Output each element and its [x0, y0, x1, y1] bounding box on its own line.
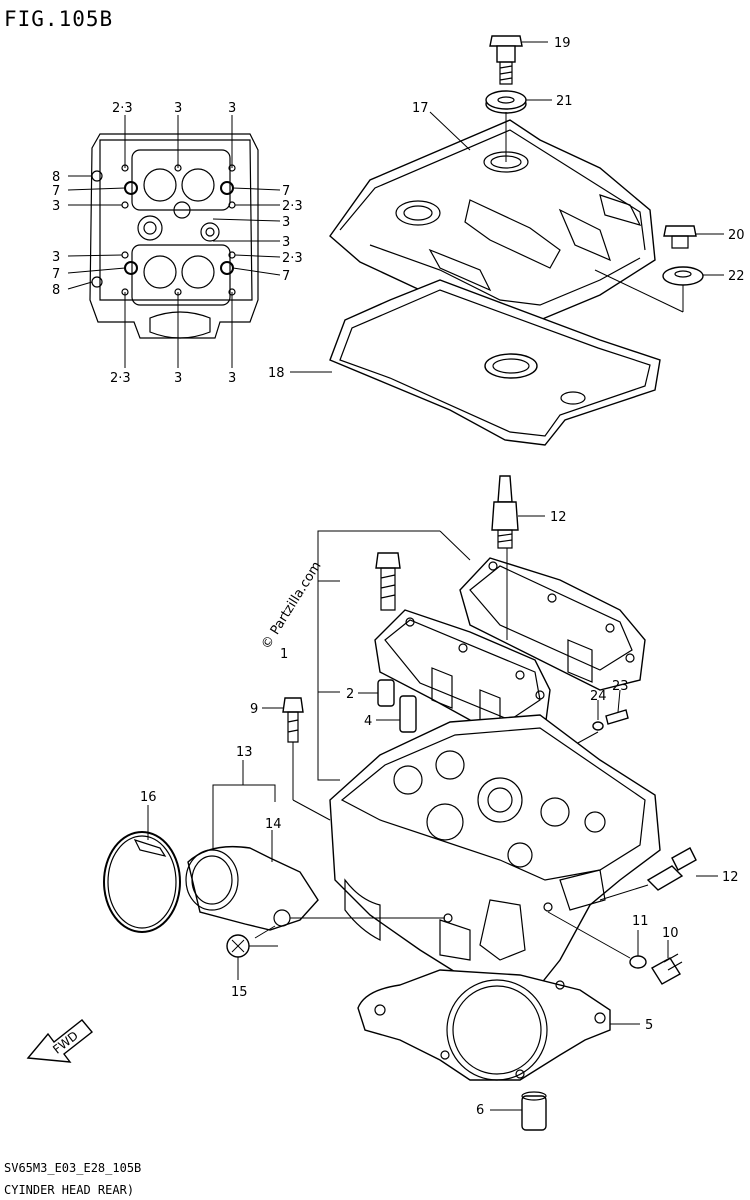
model-code: SV65M3_E03_E28_105B — [4, 1161, 141, 1175]
bolt-10 — [651, 940, 683, 985]
cylinder-head — [329, 714, 661, 1001]
figure-title: FIG.105B — [4, 7, 113, 31]
callout-11: 11 — [632, 914, 649, 929]
oring-24 — [592, 700, 604, 731]
callout-16: 16 — [140, 790, 157, 805]
cylinder-head-cover-17 — [329, 111, 656, 334]
label-top-3b: 3 — [228, 101, 236, 116]
cover-gasket-18 — [290, 279, 661, 446]
label-right-2-3b: 2·3 — [282, 251, 303, 266]
bracket-leader-1 — [317, 530, 471, 781]
section-title: CYINDER HEAD REAR) — [4, 1183, 134, 1197]
cylinder-head-top-view — [67, 115, 281, 368]
callout-12-lower: 12 — [722, 870, 739, 885]
callout-labels: 19 21 17 20 22 18 12 1 2 4 9 24 23 13 16… — [140, 36, 745, 1118]
camshaft-housing-upper — [459, 548, 646, 691]
intake-clamp-16 — [103, 805, 181, 933]
callout-20: 20 — [728, 228, 745, 243]
intake-pipe-14 — [185, 830, 445, 931]
callout-5: 5 — [645, 1018, 653, 1033]
spark-plug-12-lower — [599, 847, 718, 901]
watermark-text: © Partzilla.com — [259, 559, 325, 652]
callout-10: 10 — [662, 926, 679, 941]
callout-1: 1 — [280, 647, 288, 662]
label-right-7a: 7 — [282, 184, 290, 199]
callout-18: 18 — [268, 366, 285, 381]
label-left-3b: 3 — [52, 250, 60, 265]
label-top-2-3: 2·3 — [112, 101, 133, 116]
spark-plug-12-upper — [491, 475, 545, 549]
bracket-leader-13 — [212, 760, 276, 850]
label-left-8b: 8 — [52, 283, 60, 298]
callout-13: 13 — [236, 745, 253, 760]
label-left-7a: 7 — [52, 184, 60, 199]
callout-6: 6 — [476, 1103, 484, 1118]
dowel-pin-4 — [376, 695, 417, 733]
callout-9: 9 — [250, 702, 258, 717]
label-bottom-3a: 3 — [174, 371, 182, 386]
cover-bolt-19 — [489, 35, 548, 85]
callout-4: 4 — [364, 714, 372, 729]
callout-24: 24 — [590, 689, 607, 704]
label-bottom-3b: 3 — [228, 371, 236, 386]
label-right-3b: 3 — [282, 235, 290, 250]
label-right-3a: 3 — [282, 215, 290, 230]
label-right-7b: 7 — [282, 269, 290, 284]
bolt-9 — [262, 697, 331, 821]
head-gasket-5 — [357, 969, 640, 1081]
label-bottom-2-3: 2·3 — [110, 371, 131, 386]
callout-15: 15 — [231, 985, 248, 1000]
label-left-8a: 8 — [52, 170, 60, 185]
fwd-arrow-icon: FWD — [26, 1019, 93, 1063]
cover-seal-21 — [485, 90, 552, 114]
screw-15 — [226, 925, 278, 980]
dowel-pin-2 — [358, 679, 395, 707]
callout-12-upper: 12 — [550, 510, 567, 525]
callout-23: 23 — [612, 679, 629, 694]
washer-11 — [547, 911, 647, 969]
label-right-2-3a: 2·3 — [282, 199, 303, 214]
cover-bolt-20 — [663, 225, 724, 249]
cover-seal-22 — [594, 266, 724, 313]
label-left-7b: 7 — [52, 267, 60, 282]
callout-17: 17 — [412, 101, 429, 116]
head-bolt-1 — [375, 552, 401, 611]
callout-2: 2 — [346, 687, 354, 702]
dowel-pin-6 — [490, 1091, 547, 1131]
callout-21: 21 — [556, 94, 573, 109]
callout-19: 19 — [554, 36, 571, 51]
callout-14: 14 — [265, 817, 282, 832]
label-top-3a: 3 — [174, 101, 182, 116]
top-view-labels: 2·3 3 3 8 7 3 3 7 8 7 2·3 3 3 2·3 7 2·3 … — [52, 101, 303, 386]
callout-22: 22 — [728, 269, 745, 284]
label-left-3a: 3 — [52, 199, 60, 214]
